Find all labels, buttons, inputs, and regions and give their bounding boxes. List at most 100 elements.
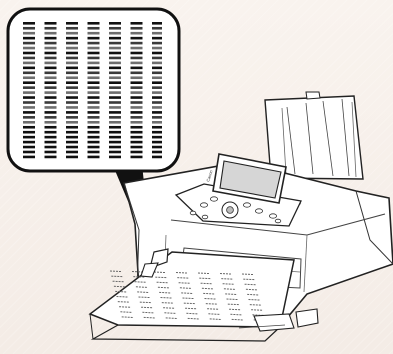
pattern-bar (88, 126, 100, 129)
pattern-bar (152, 32, 162, 35)
pattern-bar (45, 156, 57, 159)
pattern-bar (88, 62, 100, 65)
pattern-bar (66, 91, 78, 94)
pattern-bar (23, 57, 35, 60)
pattern-bar (23, 42, 35, 45)
pattern-bar (23, 101, 35, 104)
pattern-bar (152, 151, 162, 154)
pattern-bar (45, 96, 57, 99)
pattern-bar (23, 136, 35, 139)
pattern-bar (131, 72, 143, 75)
pattern-bar (45, 57, 57, 60)
pattern-bar (109, 62, 121, 65)
pattern-bar (45, 72, 57, 75)
pattern-bar (109, 52, 121, 55)
pattern-bar (45, 52, 57, 55)
pattern-bar (131, 116, 143, 119)
pattern-bar (152, 86, 162, 89)
pattern-bar (131, 96, 143, 99)
pattern-bar (88, 72, 100, 75)
magnified-callout (8, 9, 179, 171)
pattern-bar (66, 27, 78, 30)
pattern-bar (109, 131, 121, 134)
pattern-bar (109, 116, 121, 119)
pattern-bar (152, 52, 162, 55)
pattern-bar (131, 32, 143, 35)
pattern-bar (23, 67, 35, 70)
pattern-bar (131, 151, 143, 154)
pattern-bar (66, 22, 78, 25)
pattern-bar (88, 57, 100, 60)
pattern-bar (23, 62, 35, 65)
pattern-bar (152, 146, 162, 149)
pattern-bar (66, 86, 78, 89)
pattern-bar (152, 72, 162, 75)
pattern-bar (152, 101, 162, 104)
pattern-bar (131, 27, 143, 30)
pattern-bar (131, 22, 143, 25)
pattern-bar (66, 47, 78, 50)
pattern-bar (152, 37, 162, 40)
pattern-bar (109, 96, 121, 99)
pattern-bar (88, 81, 100, 84)
pattern-bar (131, 37, 143, 40)
pattern-bar (109, 101, 121, 104)
pattern-bar (45, 121, 57, 124)
pattern-bar (131, 121, 143, 124)
pattern-bar (66, 67, 78, 70)
pattern-bar (131, 126, 143, 129)
pattern-bar (88, 96, 100, 99)
pattern-bar (88, 86, 100, 89)
pattern-bar (109, 47, 121, 50)
pattern-bar (45, 106, 57, 109)
pattern-bar (152, 91, 162, 94)
pattern-bar (66, 116, 78, 119)
pattern-bar (131, 42, 143, 45)
pattern-bar (152, 57, 162, 60)
pattern-bar (66, 42, 78, 45)
pattern-bar (88, 116, 100, 119)
pattern-bar (45, 47, 57, 50)
pattern-bar (152, 96, 162, 99)
pattern-bar (23, 32, 35, 35)
pattern-bar (152, 111, 162, 114)
pattern-bar (109, 91, 121, 94)
pattern-bar (66, 81, 78, 84)
pattern-bar (23, 146, 35, 149)
pattern-bar (45, 131, 57, 134)
pattern-bar (45, 91, 57, 94)
pattern-bar (131, 76, 143, 79)
pattern-bar (131, 146, 143, 149)
pattern-bar (152, 156, 162, 159)
pattern-bar (152, 136, 162, 139)
pattern-bar (152, 27, 162, 30)
pattern-bar (23, 96, 35, 99)
pattern-bar (66, 62, 78, 65)
pattern-bar (45, 101, 57, 104)
pattern-bar (66, 37, 78, 40)
pattern-bar (152, 126, 162, 129)
pattern-bar (45, 116, 57, 119)
pattern-bar (88, 91, 100, 94)
pattern-bar (88, 52, 100, 55)
pattern-bar (88, 101, 100, 104)
pattern-bar (109, 22, 121, 25)
pattern-bar (23, 116, 35, 119)
pattern-bar (131, 86, 143, 89)
pattern-bar (45, 151, 57, 154)
pattern-bar (45, 111, 57, 114)
pattern-bar (45, 67, 57, 70)
pattern-bar (66, 156, 78, 159)
pattern-bar (23, 106, 35, 109)
pattern-bar (109, 86, 121, 89)
pattern-bar (88, 37, 100, 40)
pattern-bar (45, 76, 57, 79)
pattern-bar (66, 126, 78, 129)
pattern-bar (23, 52, 35, 55)
pattern-bar (109, 27, 121, 30)
pattern-bar (88, 131, 100, 134)
pattern-bar (131, 47, 143, 50)
pattern-bar (23, 121, 35, 124)
pattern-bar (66, 32, 78, 35)
